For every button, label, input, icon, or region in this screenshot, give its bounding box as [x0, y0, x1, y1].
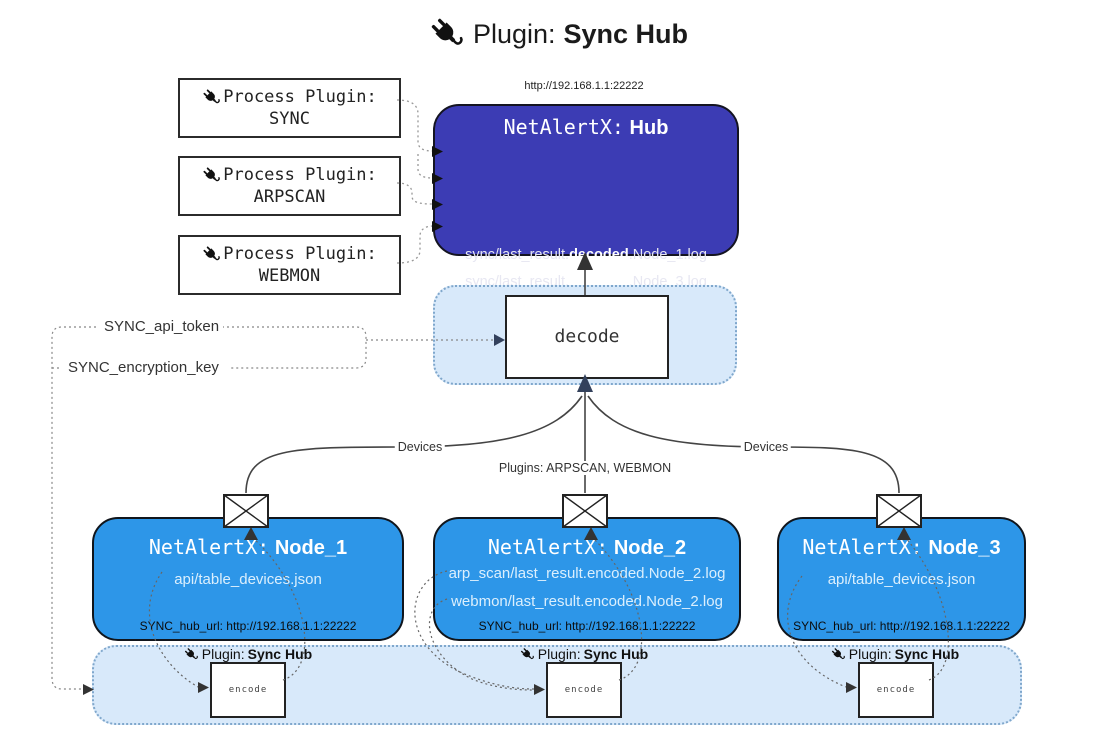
plugin-name: Sync Hub — [894, 646, 960, 662]
edge-sync-to-hub-2 — [417, 154, 434, 179]
plugin-prefix: Plugin: — [537, 646, 581, 662]
node-label: NetAlertX: — [802, 535, 923, 559]
node-file: api/table_devices.json — [174, 571, 322, 588]
decode-box: decode — [505, 295, 669, 379]
process-plugin-label: Process Plugin: — [223, 165, 377, 185]
node-file: webmon/last_result.encoded.Node_2.log — [451, 593, 723, 610]
process-plugin-sync: Process Plugin: SYNC — [178, 78, 401, 138]
envelope-icon — [876, 494, 922, 528]
plugins-label: Plugins: ARPSCAN, WEBMON — [495, 461, 675, 475]
process-plugin-arpscan: Process Plugin: ARPSCAN — [178, 156, 401, 216]
node-3-box: NetAlertX: Node_3 api/table_devices.json… — [777, 517, 1026, 641]
process-plugin-label: Process Plugin: — [223, 87, 377, 107]
node-hub-url: SYNC_hub_url: http://192.168.1.1:22222 — [793, 619, 1010, 633]
process-plugin-label: Process Plugin: — [223, 244, 377, 264]
plug-icon — [202, 166, 221, 185]
encode-box: encode — [210, 662, 286, 718]
encode-plugin-label: Plugin: Sync Hub — [184, 645, 312, 663]
log-bold: decoded — [569, 247, 629, 263]
plugin-name: Sync Hub — [247, 646, 313, 662]
plug-icon — [184, 647, 199, 662]
node-name: Node_2 — [613, 537, 687, 559]
devices-label-left: Devices — [394, 440, 446, 454]
envelope-icon — [223, 494, 269, 528]
node-title: NetAlertX: Node_3 — [779, 535, 1024, 560]
process-plugin-name: ARPSCAN — [253, 187, 326, 207]
hub-title: NetAlertX: Hub — [435, 115, 737, 140]
envelope-icon — [562, 494, 608, 528]
hub-box: NetAlertX: Hub sync/last_result.decoded.… — [433, 104, 739, 338]
hub-log-line: sync/last_result.decoded.Node_1.log — [435, 246, 737, 264]
node-name: Node_1 — [274, 537, 348, 559]
hub-url-label: http://192.168.1.1:22222 — [524, 80, 644, 92]
log-post: .Node_1.log — [628, 247, 707, 263]
process-plugin-name: WEBMON — [258, 266, 321, 286]
sync-api-token-label: SYNC_api_token — [100, 318, 224, 335]
node-2-box: NetAlertX: Node_2 arp_scan/last_result.e… — [433, 517, 741, 641]
encode-box: encode — [858, 662, 934, 718]
process-plugin-name: SYNC — [269, 109, 310, 129]
plugin-prefix: Plugin: — [848, 646, 892, 662]
node-name: Node_3 — [928, 537, 1001, 559]
node-hub-url: SYNC_hub_url: http://192.168.1.1:22222 — [478, 619, 696, 633]
devices-label-right: Devices — [740, 440, 792, 454]
encode-plugin-label: Plugin: Sync Hub — [831, 645, 959, 663]
log-pre: sync/last_result. — [465, 247, 570, 263]
edge-webmon-to-hub — [396, 225, 434, 264]
node-hub-url: SYNC_hub_url: http://192.168.1.1:22222 — [139, 619, 357, 633]
plugin-name: Sync Hub — [583, 646, 649, 662]
edge-arpscan-to-hub — [396, 182, 434, 205]
node-label: NetAlertX: — [487, 535, 609, 559]
title-name: Sync Hub — [563, 18, 689, 49]
plug-icon — [202, 245, 221, 264]
edge-settings-box-left — [51, 326, 96, 690]
sync-encryption-key-label: SYNC_encryption_key — [64, 359, 223, 376]
node-file: api/table_devices.json — [827, 571, 976, 588]
title-prefix: Plugin: — [472, 18, 556, 49]
hub-label: NetAlertX: — [503, 115, 624, 139]
node-label: NetAlertX: — [148, 535, 270, 559]
node-title: NetAlertX: Node_2 — [435, 535, 739, 560]
page-title: Plugin: Sync Hub — [0, 12, 1117, 56]
encode-plugin-label: Plugin: Sync Hub — [520, 645, 648, 663]
node-title: NetAlertX: Node_1 — [94, 535, 402, 560]
plug-icon — [429, 16, 465, 52]
plug-icon — [831, 647, 846, 662]
edge-sync-to-hub — [396, 99, 434, 152]
plugin-prefix: Plugin: — [201, 646, 245, 662]
node-file: arp_scan/last_result.encoded.Node_2.log — [448, 565, 726, 582]
hub-name: Hub — [629, 117, 669, 139]
plug-icon — [202, 88, 221, 107]
edge-settings-box-right — [222, 326, 367, 369]
node-1-box: NetAlertX: Node_1 api/table_devices.json… — [92, 517, 404, 641]
plug-icon — [520, 647, 535, 662]
process-plugin-webmon: Process Plugin: WEBMON — [178, 235, 401, 295]
encode-box: encode — [546, 662, 622, 718]
